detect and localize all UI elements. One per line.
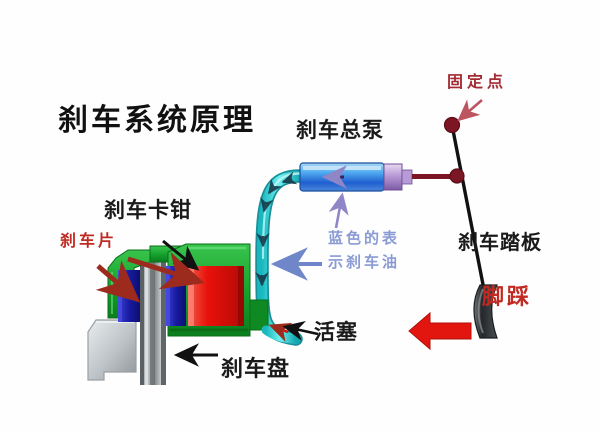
master-cylinder-note-arrow — [328, 192, 349, 229]
brake-pads — [118, 266, 186, 326]
brake-disc-rotor — [140, 258, 166, 385]
fixed-point-dot — [443, 116, 461, 134]
label-brake-caliper: 刹车卡钳 — [104, 198, 192, 222]
caliper-fluid-inlet — [261, 322, 301, 344]
label-brake-pad: 刹车片 — [60, 231, 118, 250]
label-fluid-note-line2: 示刹车油 — [328, 253, 401, 271]
label-brake-pedal: 刹车踏板 — [458, 230, 542, 254]
fluid-flow-arrows — [255, 171, 298, 338]
label-master-cylinder: 刹车总泵 — [296, 118, 384, 142]
master-cylinder — [299, 162, 456, 192]
fixed-point-arrow — [457, 99, 483, 122]
label-fluid-note-line1: 蓝色的表 — [328, 229, 401, 247]
pedal-linkage — [443, 116, 490, 310]
brake-line-hose — [255, 169, 307, 346]
wheel-hub-bracket — [87, 319, 137, 381]
label-piston: 活塞 — [314, 320, 358, 344]
label-brake-disc: 刹车盘 — [221, 357, 291, 382]
pushrod-joint-dot — [449, 168, 465, 184]
brake-caliper-body — [107, 243, 269, 337]
foot-force-arrow — [408, 311, 472, 351]
label-foot-press: 脚踩 — [482, 285, 533, 310]
caliper-label-arrow — [162, 239, 200, 271]
page-title: 刹车系统原理 — [58, 103, 256, 138]
label-fixed-point: 固定点 — [447, 72, 508, 91]
brake-pad-arrows — [95, 251, 205, 303]
hydraulic-piston — [188, 266, 244, 326]
